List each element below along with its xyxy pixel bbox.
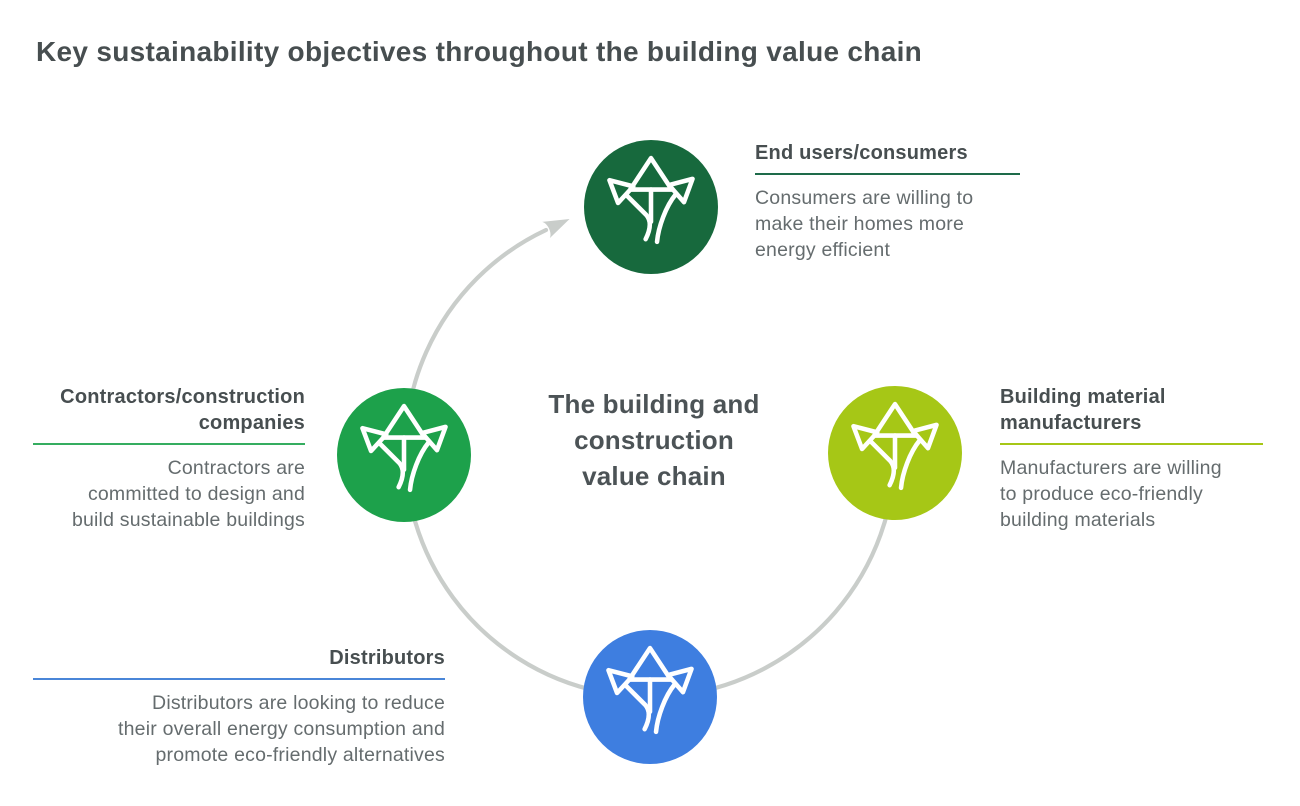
node-circle-manufacturers [828, 386, 962, 520]
cycle-arrowhead-icon [542, 219, 570, 239]
node-label-end-users: End users/consumers Consumers are willin… [755, 140, 1020, 263]
node-heading: End users/consumers [755, 140, 1020, 175]
node-circle-contractors [337, 388, 471, 522]
node-circle-distributors [583, 630, 717, 764]
node-label-distributors: Distributors Distributors are looking to… [33, 645, 445, 768]
branching-arrows-icon [607, 155, 695, 245]
branching-arrows-icon [360, 403, 448, 493]
node-circle-end-users [584, 140, 718, 274]
node-heading: Distributors [33, 645, 445, 680]
branching-arrows-icon [851, 401, 939, 491]
branching-arrows-icon [606, 645, 694, 735]
page-title: Key sustainability objectives throughout… [36, 36, 923, 67]
cycle-arc-path [402, 227, 898, 699]
